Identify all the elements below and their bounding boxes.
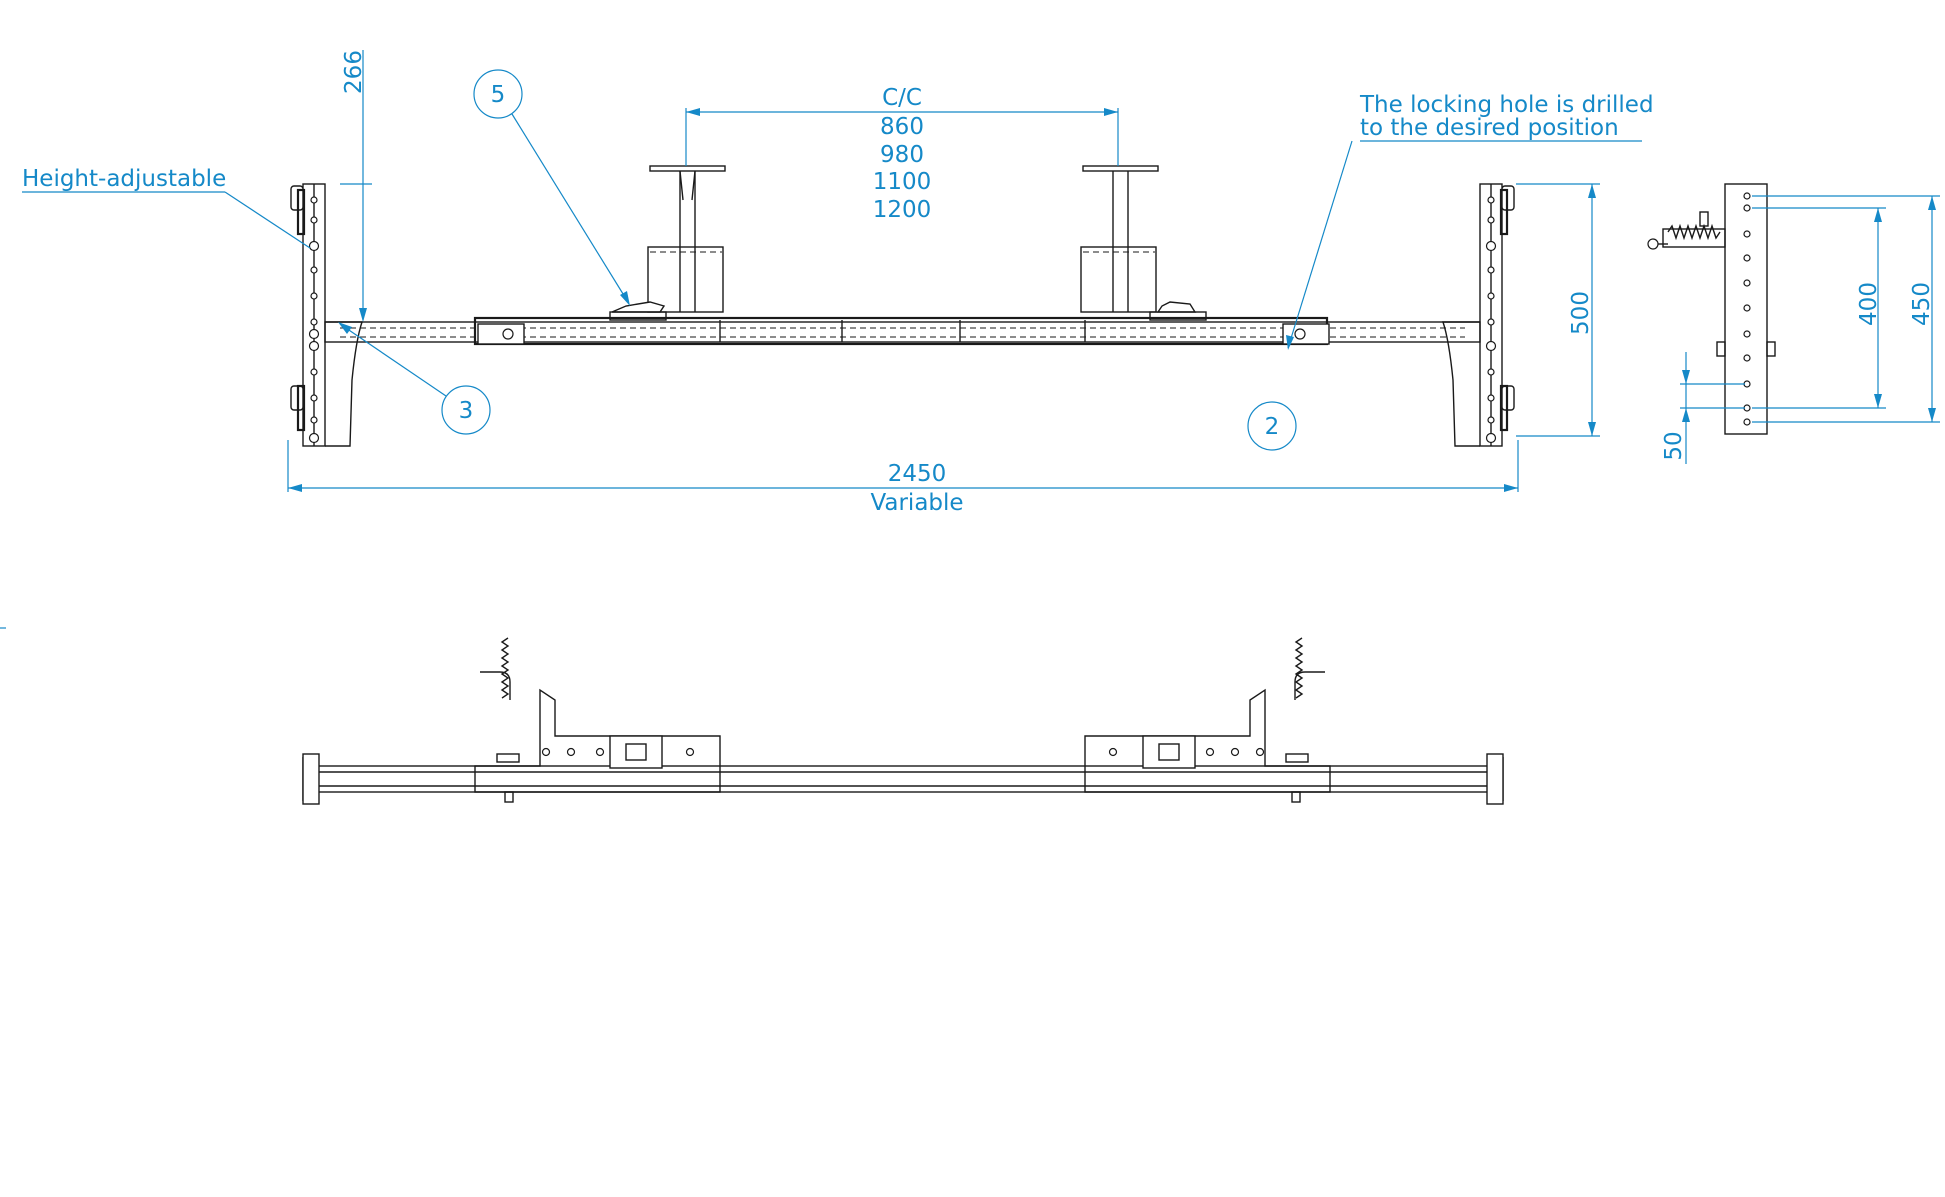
side-400-value: 400	[1856, 282, 1882, 326]
annotations: Height-adjustable The locking hole is dr…	[0, 69, 1654, 629]
left-upright	[290, 183, 363, 447]
height-adjustable-label: Height-adjustable	[22, 166, 226, 192]
side-view	[1647, 183, 1776, 435]
top-offset-value: 266	[341, 50, 367, 94]
callout-2: 2	[1265, 414, 1280, 440]
plan-view	[302, 637, 1504, 805]
cc-label: C/C	[882, 85, 922, 111]
callout-3: 3	[459, 398, 474, 424]
side-450-value: 450	[1909, 282, 1935, 326]
right-height-value: 500	[1568, 291, 1594, 335]
cc-value-860: 860	[880, 114, 924, 140]
right-i-beam	[1080, 165, 1207, 321]
front-view	[290, 165, 1515, 447]
cc-value-1200: 1200	[873, 197, 932, 223]
side-50-value: 50	[1661, 431, 1687, 460]
overall-width-note: Variable	[870, 490, 963, 516]
callout-5: 5	[491, 82, 506, 108]
locking-hole-label-line1: The locking hole is drilled	[1359, 92, 1654, 118]
cc-value-1100: 1100	[873, 169, 932, 195]
locking-hole-label-line2: to the desired position	[1360, 115, 1619, 141]
overall-width-value: 2450	[888, 461, 947, 487]
cc-value-980: 980	[880, 142, 924, 168]
right-upright	[1442, 183, 1515, 447]
dimensions: C/C 860 980 1100 1200 2450 Variable 266 …	[287, 50, 1940, 516]
main-beam	[324, 316, 1481, 346]
left-i-beam	[609, 165, 726, 321]
